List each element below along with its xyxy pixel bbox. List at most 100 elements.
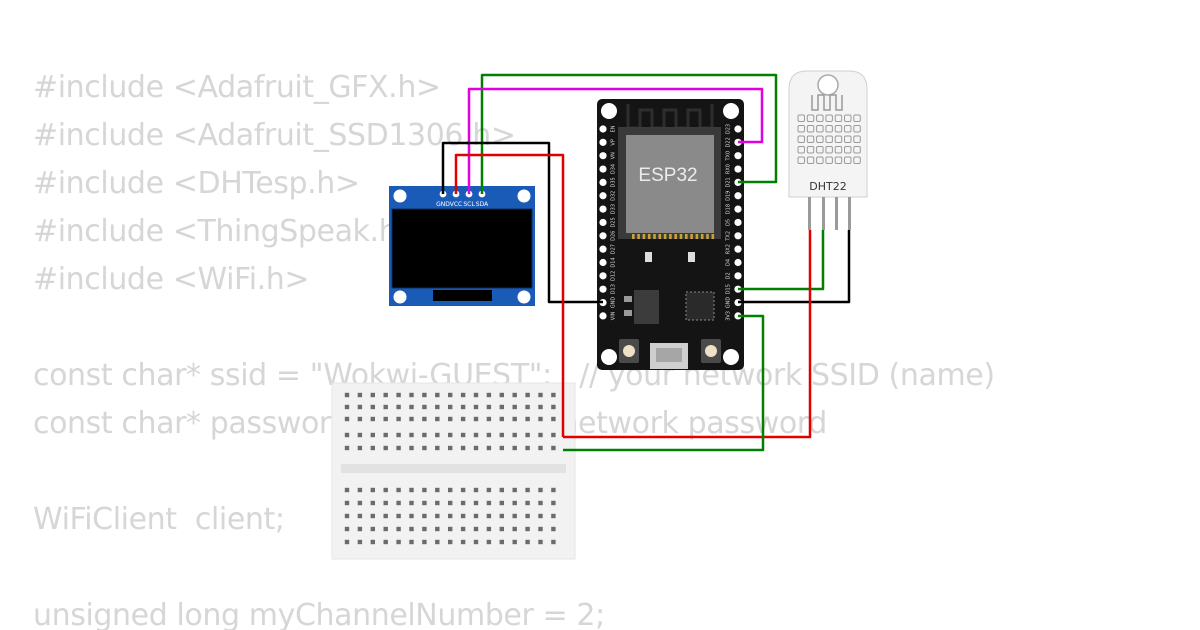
esp32-pin-right[interactable]	[734, 125, 742, 133]
breadboard-hole[interactable]	[370, 432, 375, 438]
breadboard-hole[interactable]	[486, 487, 492, 493]
breadboard-hole[interactable]	[422, 432, 427, 438]
breadboard-hole[interactable]	[435, 404, 440, 410]
breadboard-hole[interactable]	[499, 445, 504, 451]
breadboard-hole[interactable]	[512, 432, 517, 438]
breadboard-hole[interactable]	[448, 392, 453, 398]
breadboard-hole[interactable]	[383, 539, 388, 545]
breadboard-hole[interactable]	[448, 404, 453, 410]
breadboard-hole[interactable]	[525, 392, 530, 398]
breadboard-hole[interactable]	[512, 500, 517, 506]
breadboard-hole[interactable]	[538, 513, 543, 519]
breadboard-hole[interactable]	[357, 539, 363, 545]
dht22-sensor[interactable]: DHT22	[788, 70, 868, 230]
breadboard-hole[interactable]	[435, 445, 440, 451]
breadboard-hole[interactable]	[512, 392, 517, 398]
breadboard-hole[interactable]	[344, 445, 350, 451]
breadboard-hole[interactable]	[422, 513, 427, 519]
esp32-pin-left[interactable]	[599, 192, 607, 200]
breadboard-hole[interactable]	[473, 416, 479, 422]
breadboard-hole[interactable]	[344, 392, 350, 398]
breadboard-hole[interactable]	[422, 416, 427, 422]
breadboard-hole[interactable]	[460, 500, 466, 506]
breadboard-hole[interactable]	[409, 404, 414, 410]
esp32-pin-right[interactable]	[734, 218, 742, 227]
breadboard-hole[interactable]	[473, 404, 479, 410]
breadboard-hole[interactable]	[357, 500, 363, 506]
breadboard-hole[interactable]	[525, 526, 530, 532]
breadboard-hole[interactable]	[512, 539, 517, 545]
breadboard-hole[interactable]	[499, 500, 504, 506]
breadboard-hole[interactable]	[422, 392, 427, 398]
breadboard-hole[interactable]	[486, 526, 492, 532]
breadboard-hole[interactable]	[396, 416, 401, 422]
breadboard-hole[interactable]	[435, 416, 440, 422]
breadboard-hole[interactable]	[409, 445, 414, 451]
esp32-pin-left[interactable]	[599, 285, 607, 293]
breadboard-hole[interactable]	[460, 513, 466, 519]
breadboard-hole[interactable]	[370, 513, 375, 519]
breadboard-hole[interactable]	[357, 392, 363, 398]
breadboard-hole[interactable]	[525, 539, 530, 545]
wire-oled-vcc[interactable]	[454, 153, 565, 437]
breadboard-hole[interactable]	[538, 404, 543, 410]
breadboard-hole[interactable]	[551, 404, 556, 410]
esp32-pin-left[interactable]	[599, 258, 607, 267]
breadboard-hole[interactable]	[486, 392, 492, 398]
esp32-pin-right[interactable]	[734, 192, 742, 200]
esp32-pin-left[interactable]	[599, 272, 607, 280]
breadboard-hole[interactable]	[538, 500, 543, 506]
breadboard-hole[interactable]	[422, 500, 427, 506]
breadboard-hole[interactable]	[435, 432, 440, 438]
breadboard-hole[interactable]	[344, 432, 350, 438]
breadboard-hole[interactable]	[409, 432, 414, 438]
esp32-pin-right[interactable]	[734, 152, 742, 160]
breadboard-hole[interactable]	[551, 487, 556, 493]
breadboard-hole[interactable]	[344, 539, 350, 545]
breadboard-hole[interactable]	[538, 487, 543, 493]
wire-dht-data[interactable]	[738, 230, 825, 291]
breadboard-hole[interactable]	[525, 445, 530, 451]
breadboard-hole[interactable]	[357, 526, 363, 532]
breadboard-hole[interactable]	[344, 404, 350, 410]
breadboard-hole[interactable]	[460, 432, 466, 438]
breadboard-hole[interactable]	[383, 526, 388, 532]
breadboard-hole[interactable]	[383, 392, 388, 398]
breadboard-hole[interactable]	[383, 500, 388, 506]
breadboard-hole[interactable]	[435, 513, 440, 519]
breadboard-hole[interactable]	[409, 500, 414, 506]
esp32-pin-right[interactable]	[734, 258, 742, 267]
breadboard-hole[interactable]	[357, 445, 363, 451]
breadboard-hole[interactable]	[512, 416, 517, 422]
breadboard-hole[interactable]	[512, 513, 517, 519]
breadboard-hole[interactable]	[370, 445, 375, 451]
wires[interactable]	[441, 73, 851, 452]
breadboard-hole[interactable]	[538, 445, 543, 451]
esp32-pin-left[interactable]	[599, 312, 607, 320]
breadboard-hole[interactable]	[512, 445, 517, 451]
breadboard-hole[interactable]	[460, 416, 466, 422]
esp32-pin-right[interactable]	[734, 232, 742, 240]
breadboard-hole[interactable]	[383, 487, 388, 493]
breadboard-hole[interactable]	[370, 416, 375, 422]
breadboard-hole[interactable]	[396, 500, 401, 506]
breadboard-hole[interactable]	[448, 487, 453, 493]
breadboard-hole[interactable]	[448, 539, 453, 545]
breadboard-hole[interactable]	[448, 445, 453, 451]
breadboard-hole[interactable]	[422, 445, 427, 451]
esp32-pin-left[interactable]	[599, 178, 607, 186]
breadboard-hole[interactable]	[409, 513, 414, 519]
breadboard-hole[interactable]	[344, 500, 350, 506]
breadboard-hole[interactable]	[344, 487, 350, 493]
breadboard-hole[interactable]	[357, 432, 363, 438]
breadboard-hole[interactable]	[486, 513, 492, 519]
breadboard-hole[interactable]	[396, 432, 401, 438]
breadboard-hole[interactable]	[512, 526, 517, 532]
breadboard-hole[interactable]	[409, 487, 414, 493]
breadboard-hole[interactable]	[448, 416, 453, 422]
breadboard-hole[interactable]	[473, 445, 479, 451]
esp32-pin-left[interactable]	[599, 232, 607, 240]
wire-dht-vcc[interactable]	[563, 230, 812, 439]
breadboard-hole[interactable]	[370, 404, 375, 410]
